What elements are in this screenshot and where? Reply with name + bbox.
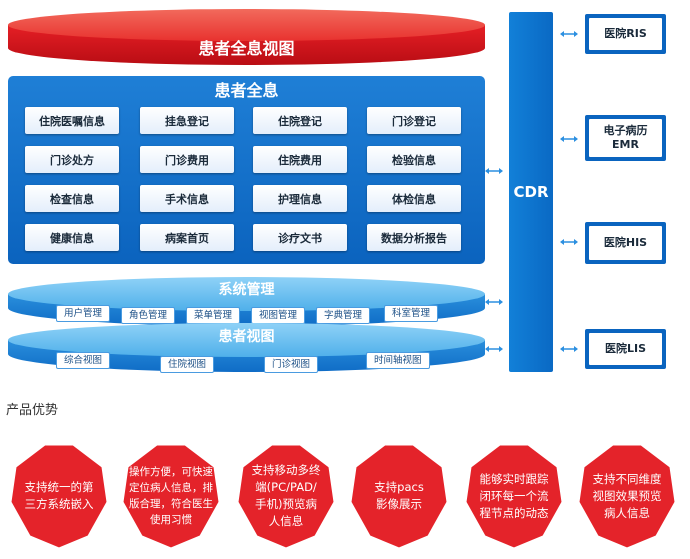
info-cell: 住院登记 <box>253 107 347 134</box>
double-arrow-icon <box>560 346 578 352</box>
info-cell: 检验信息 <box>367 146 461 173</box>
system-management-title: 系统管理 <box>218 282 275 298</box>
system-pill: 科室管理 <box>384 305 439 322</box>
cdr-bar: CDR <box>509 12 553 372</box>
view-pill: 时间轴视图 <box>366 352 430 369</box>
system-pill: 字典管理 <box>316 307 371 324</box>
view-pill: 综合视图 <box>56 352 111 369</box>
double-arrow-icon <box>560 31 578 37</box>
heptagon-shape <box>237 444 335 549</box>
info-cell: 检查信息 <box>25 185 119 212</box>
info-cell: 体检信息 <box>367 185 461 212</box>
patient-view-disc <box>8 323 485 372</box>
info-cell: 病案首页 <box>140 224 234 251</box>
double-arrow-icon <box>485 168 503 174</box>
advantage-badge: 操作方便，可快速 定位病人信息，排 版合理，符合医生 使用习惯 <box>122 442 220 550</box>
info-cell: 门诊费用 <box>140 146 234 173</box>
system-box-emr: 电子病历 EMR <box>585 115 666 161</box>
advantage-badge: 支持移动多终 端(PC/PAD/ 手机)预览病 人信息 <box>237 442 335 550</box>
view-pill: 门诊视图 <box>264 356 319 373</box>
info-cell: 手术信息 <box>140 185 234 212</box>
system-label: 医院LIS <box>589 333 662 365</box>
system-pill: 用户管理 <box>56 305 111 322</box>
info-cell: 健康信息 <box>25 224 119 251</box>
advantage-text: 支持不同维度 视图效果预览 病人信息 <box>592 471 662 520</box>
header-disc <box>8 9 485 65</box>
info-cell: 诊疗文书 <box>253 224 347 251</box>
heptagon-shape <box>10 444 108 549</box>
system-label: 医院RIS <box>589 18 662 50</box>
double-arrow-icon <box>560 136 578 142</box>
system-pill: 角色管理 <box>121 307 176 324</box>
advantage-badge: 能够实时跟踪 闭环每一个流 程节点的动态 <box>465 442 563 550</box>
advantage-badge: 支持不同维度 视图效果预览 病人信息 <box>578 442 676 550</box>
info-cell: 数据分析报告 <box>367 224 461 251</box>
system-box-lis: 医院LIS <box>585 329 666 369</box>
advantage-badge: 支持统一的第 三方系统嵌入 <box>10 442 108 550</box>
heptagon-shape <box>465 444 563 549</box>
header-disc-title: 患者全息视图 <box>198 39 295 58</box>
double-arrow-icon <box>485 346 503 352</box>
advantage-text: 能够实时跟踪 闭环每一个流 程节点的动态 <box>479 471 549 520</box>
advantage-text: 支持pacs 影像展示 <box>374 480 424 511</box>
advantage-text: 支持统一的第 三方系统嵌入 <box>24 480 94 511</box>
system-label: 电子病历 EMR <box>589 119 662 157</box>
patient-info-title: 患者全息 <box>214 81 279 100</box>
info-cell: 住院费用 <box>253 146 347 173</box>
system-box-his: 医院HIS <box>585 222 666 264</box>
double-arrow-icon <box>485 299 503 305</box>
advantage-text: 操作方便，可快速 定位病人信息，排 版合理，符合医生 使用习惯 <box>129 466 213 526</box>
advantages-heading: 产品优势 <box>6 403 59 418</box>
info-cell: 护理信息 <box>253 185 347 212</box>
double-arrow-icon <box>560 239 578 245</box>
advantage-text: 支持移动多终 端(PC/PAD/ 手机)预览病 人信息 <box>251 463 321 528</box>
info-cell: 门诊处方 <box>25 146 119 173</box>
heptagon-shape <box>122 444 220 549</box>
heptagon-shape <box>578 444 676 549</box>
heptagon-shape <box>350 444 448 549</box>
patient-view-title: 患者视图 <box>218 329 275 345</box>
info-cell: 住院医嘱信息 <box>25 107 119 134</box>
info-cell: 门诊登记 <box>367 107 461 134</box>
view-pill: 住院视图 <box>160 356 215 373</box>
advantage-badge: 支持pacs 影像展示 <box>350 442 448 550</box>
info-cell: 挂急登记 <box>140 107 234 134</box>
system-label: 医院HIS <box>589 226 662 260</box>
system-box-ris: 医院RIS <box>585 14 666 54</box>
